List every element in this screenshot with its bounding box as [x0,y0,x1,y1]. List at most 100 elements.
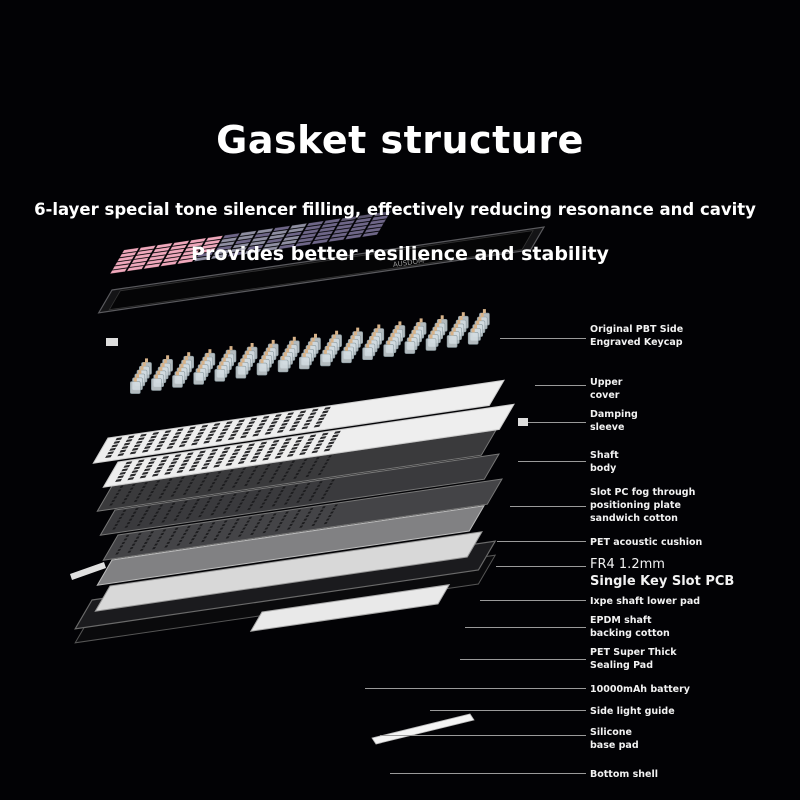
switch-stem [482,309,486,314]
layer-epdm-cotton-slot [221,523,226,527]
layer-pet-acoustic-hole [201,466,208,470]
switch-stem [281,356,285,360]
label-ixpe-pad: Ixpe shaft lower pad [590,596,701,607]
layer-epdm-cotton-slot [334,504,338,507]
switch-stem [440,315,444,320]
layer-ixpe-pad-slot [132,511,137,514]
switch-stem [218,365,222,370]
layer-pcb-slot [283,474,287,478]
keycap [349,225,368,232]
layer-epdm-cotton-slot [180,536,185,539]
layer-pet-acoustic-hole [252,455,259,459]
battery-block [249,584,451,632]
layer-positioning-plate-hole [217,435,225,439]
layer-pcb-slot [191,478,195,481]
layer-positioning-plate-hole [244,428,252,432]
layer-pet-acoustic-hole [125,461,133,465]
layer-positioning-plate-hole [227,436,235,441]
layer-pcb-slot [178,480,183,483]
switch-stem [480,313,484,317]
switch-stem [166,355,170,360]
label-light-guide: Side light guide [590,706,675,717]
keycap [363,227,382,234]
layer-positioning-plate-hole [111,444,119,448]
layer-pet-acoustic-hole [160,459,168,463]
layer-pcb-slot [309,467,314,471]
layer-epdm-cotton-slot [313,520,318,523]
layer-ixpe-pad-slot [318,481,323,484]
layer-epdm-cotton-slot [268,520,273,523]
layer-epdm-cotton-slot [190,538,195,541]
layer-pcb-slot [140,489,144,492]
layer-pcb-slot [242,467,247,471]
layer-pet-acoustic-hole [166,468,174,472]
switch-stem [180,363,184,368]
layer-pcb-slot [238,474,242,478]
layer-pcb-slot [142,485,146,489]
layer-pet-acoustic-hole [260,441,268,445]
leader-line-ixpe-pad [480,600,586,601]
layer-pcb-slot [321,465,326,469]
layer-pcb-slot [146,497,150,501]
switch-stem [410,333,414,338]
layer-positioning-plate-hole [311,408,319,412]
keycap [267,233,286,240]
switch-stem [241,358,245,363]
layer-epdm-cotton-slot [272,513,277,516]
layer-epdm-cotton-slot [233,522,238,525]
layer-pcb-slot [111,499,116,503]
layer-pet-acoustic-hole [129,473,137,477]
layer-pet-acoustic-hole [246,446,253,450]
leader-line-damping-sleeve [528,422,586,423]
switch [404,341,416,354]
layer-epdm-cotton-slot [270,516,275,520]
switch-stem [185,356,188,361]
keycap [179,253,198,261]
layer-positioning-plate-hole [215,438,223,442]
switch [383,344,395,357]
switch-stem [163,359,167,364]
layer-ixpe-pad-slot [122,509,127,513]
layer-pcb-slot [240,471,244,474]
layer-positioning-plate-hole [146,442,153,446]
switch-stem [206,353,210,357]
keycap [128,261,147,268]
layer-silicone-pad [94,531,483,612]
layer-ixpe-pad-slot [216,502,221,505]
layer-pet-acoustic-hole [325,444,333,448]
layer-ixpe-pad-slot [118,516,123,520]
layer-epdm-cotton-slot [152,546,156,550]
layer-epdm-cotton-slot [254,525,259,528]
layer-epdm-cotton-slot [311,523,316,527]
layer-epdm-cotton-slot [223,520,228,523]
layer-positioning-plate-hole [199,428,207,432]
layer-pcb-slot [197,487,202,490]
layer-positioning-plate-hole [305,419,313,423]
layer-ixpe-pad-slot [312,491,317,495]
layer-positioning-plate-hole [289,428,296,432]
keycap [236,234,255,241]
keycap [284,231,303,238]
leader-line-light-guide [430,710,586,711]
layer-ixpe-pad-slot [169,506,174,509]
leader-line-bottom-shell [390,773,586,774]
layer-ixpe-pad-slot [145,509,149,513]
layer-pcb-slot [262,471,267,474]
layer-epdm-cotton-slot [307,511,312,514]
keycap [229,246,248,253]
layer-epdm-cotton-slot [148,534,152,538]
layer-positioning-plate-hole [164,430,172,434]
layer-epdm-cotton-slot [174,527,179,530]
layer-positioning-plate-hole [205,437,213,441]
switch-stem [311,337,315,342]
layer-ixpe-pad-slot [249,504,254,507]
layer-positioning-plate [92,379,505,464]
switch-stem [154,374,158,379]
layer-positioning-plate-hole [135,440,143,444]
layer-ixpe-pad-slot [194,502,198,505]
layer-pcb-slot [187,485,191,488]
keycap [344,233,363,240]
layer-pet-acoustic-hole [143,468,151,472]
layer-pet-acoustic-hole [127,477,135,481]
